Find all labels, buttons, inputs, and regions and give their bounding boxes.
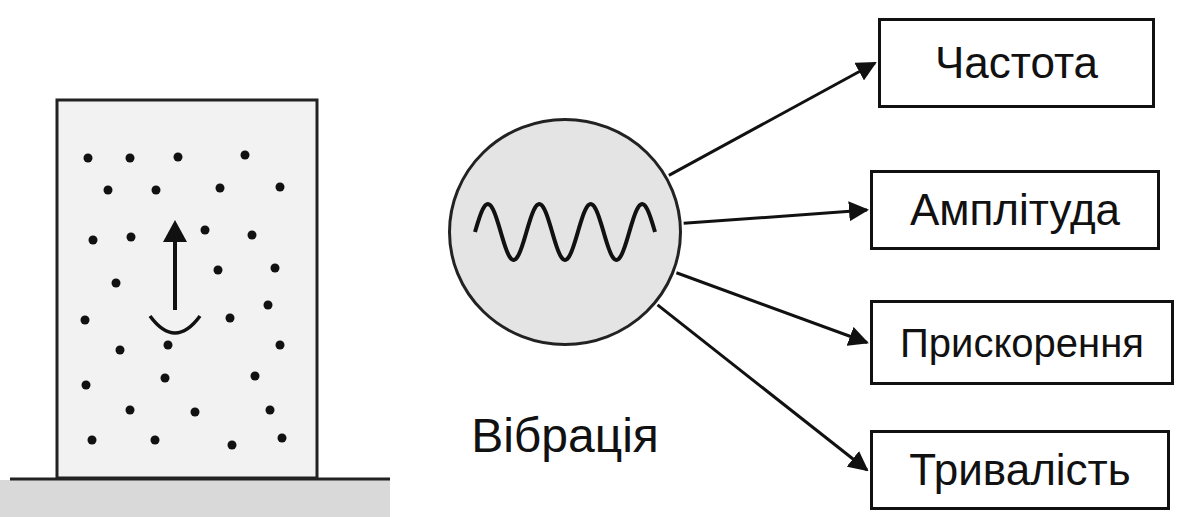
node-label: Частота (935, 39, 1098, 87)
particle-dot (226, 314, 235, 323)
particle-dot (84, 154, 93, 163)
arrow-connector (658, 305, 867, 470)
particle-dot (152, 186, 161, 195)
arrow-connector (676, 273, 867, 343)
particle-dot (151, 436, 160, 445)
sine-wave (475, 204, 655, 260)
particle-dot (164, 341, 173, 350)
arrow-connector (669, 63, 875, 175)
arrow-connector (684, 210, 867, 223)
particle-dot (228, 441, 237, 450)
particle-dot (214, 266, 223, 275)
particle-dot (127, 233, 136, 242)
particle-dot (278, 434, 287, 443)
particle-dot (174, 153, 183, 162)
particle-dot (104, 186, 113, 195)
particle-dots (81, 151, 287, 450)
vibration-circle: Вібрація (448, 118, 682, 346)
node-label: Прискорення (900, 321, 1144, 365)
bubble-arc (150, 316, 200, 333)
particle-dot (89, 236, 98, 245)
ground-base (0, 480, 390, 517)
particle-dot (216, 184, 225, 193)
particle-dot (241, 151, 250, 160)
motion-arrow-head (163, 220, 187, 242)
particle-dot (264, 301, 273, 310)
node-label: Амплітуда (910, 186, 1120, 234)
node-label: Тривалість (909, 446, 1130, 494)
particle-dot (116, 346, 125, 355)
particle-dot (112, 279, 121, 288)
parameter-box: Амплітуда (870, 170, 1160, 250)
particle-dot (271, 264, 280, 273)
particle-dot (161, 374, 170, 383)
particle-dot (276, 183, 285, 192)
vessel-outline (57, 100, 317, 478)
particle-dot (276, 341, 285, 350)
particle-dot (88, 436, 97, 445)
particle-dot (191, 408, 200, 417)
circle-shape (450, 120, 681, 345)
parameter-box: Тривалість (870, 430, 1170, 510)
particle-dot (81, 316, 90, 325)
parameter-box: Прискорення (870, 300, 1174, 385)
particle-dot (126, 154, 135, 163)
motion-arrow-shaft (173, 240, 177, 310)
particle-dot (266, 406, 275, 415)
particle-dot (126, 406, 135, 415)
circle-outline (448, 118, 682, 346)
particle-dot (82, 381, 91, 390)
particle-dot (251, 372, 260, 381)
particle-dot (201, 226, 210, 235)
particle-dot (248, 231, 257, 240)
node-label: Вібрація (471, 410, 659, 463)
parameter-box: Частота (878, 18, 1155, 108)
